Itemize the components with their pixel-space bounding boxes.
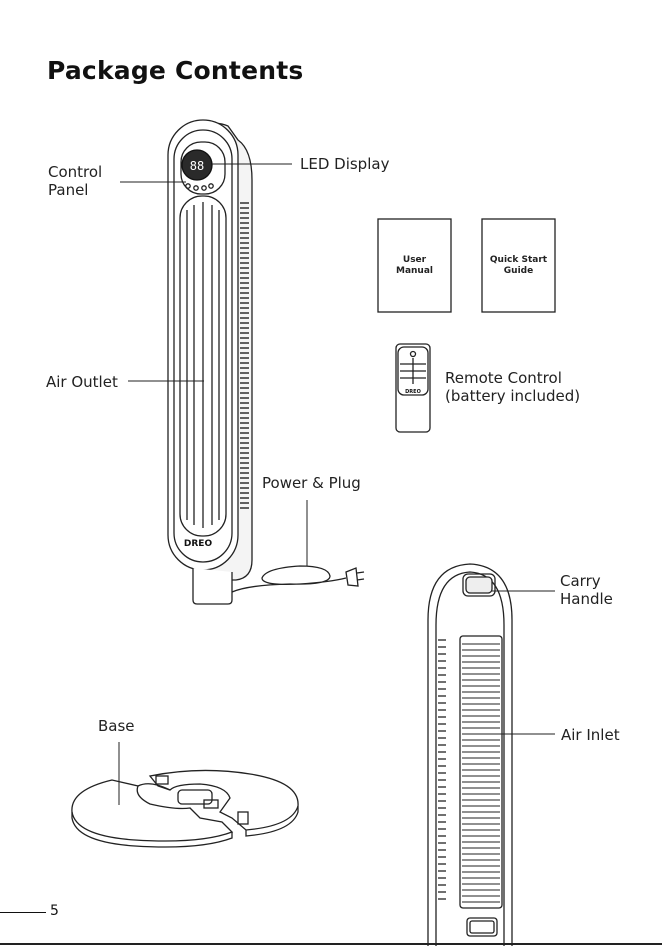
fan-base [72, 770, 298, 847]
tower-fan-front [168, 120, 252, 604]
bottom-border [0, 943, 662, 945]
label-remote-control: Remote Control(battery included) [445, 369, 580, 405]
power-cord [232, 566, 364, 592]
label-base: Base [98, 717, 135, 735]
page-number: 5 [50, 903, 59, 919]
fan-logo: DREO [184, 539, 213, 549]
label-air-inlet: Air Inlet [561, 726, 620, 744]
remote-logo: DREO [405, 389, 421, 395]
remote-control [396, 344, 430, 432]
page-number-rule [0, 912, 46, 913]
led-display-digits: 88 [190, 159, 204, 173]
label-led-display: LED Display [300, 155, 389, 173]
tower-fan-rear [428, 564, 512, 946]
label-power-plug: Power & Plug [262, 474, 361, 492]
label-air-outlet: Air Outlet [46, 373, 118, 391]
